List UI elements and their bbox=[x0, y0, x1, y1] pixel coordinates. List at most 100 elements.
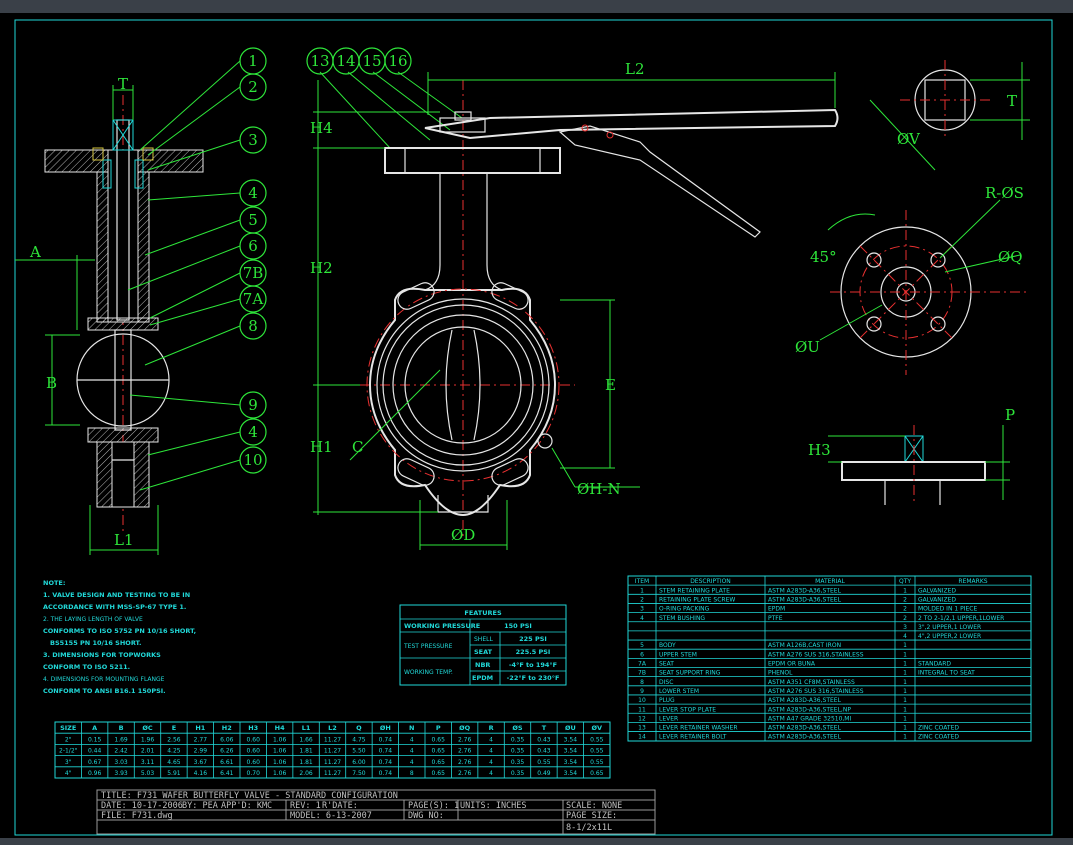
bom-cell: STEM BUSHING bbox=[659, 615, 705, 622]
dim-table-cell: 7.50 bbox=[352, 770, 366, 777]
callout-5: 5 bbox=[248, 211, 258, 229]
bom-cell: 1 bbox=[903, 670, 907, 677]
dim-H3: H3 bbox=[808, 441, 831, 459]
scale-text: SCALE: NONE bbox=[566, 801, 622, 811]
bom-cell: RETAINING PLATE SCREW bbox=[659, 596, 735, 603]
bom-header: QTY bbox=[899, 578, 911, 585]
dim-table-header: ØC bbox=[142, 724, 153, 732]
bom-cell: 4 bbox=[903, 633, 907, 640]
dim-table-cell: 0.60 bbox=[247, 748, 261, 755]
bom-cell: ASTM A276 SUS 316,STAINLESS bbox=[768, 688, 864, 695]
dim-table-cell: 11.27 bbox=[324, 759, 341, 766]
bom-cell: ASTM A276 SUS 316,STAINLESS bbox=[768, 651, 864, 658]
bom-cell: STEM RETAINING PLATE bbox=[659, 587, 730, 594]
model-text: MODEL: 6-13-2007 bbox=[290, 811, 372, 821]
bom-cell: ASTM A283D-A36,STEEL,NP bbox=[768, 706, 851, 713]
bom-cell: 1 bbox=[640, 587, 644, 594]
bom-cell: 3 bbox=[903, 624, 907, 631]
dim-table-cell: 11.27 bbox=[324, 736, 341, 743]
dim-table-cell: 2" bbox=[65, 736, 72, 743]
seat-label: SEAT bbox=[474, 648, 493, 656]
bom-cell: 1 bbox=[903, 734, 907, 741]
bom-cell: 5 bbox=[640, 642, 644, 649]
bom-cell: 2 TO 2-1/2,1 UPPER,1LOWER bbox=[918, 615, 1004, 622]
dim-table-cell: 0.35 bbox=[511, 748, 525, 755]
bom-cell: 1 bbox=[903, 715, 907, 722]
bom-header: DESCRIPTION bbox=[690, 578, 731, 585]
dim-table-cell: 4 bbox=[489, 748, 493, 755]
rev-text: REV: 1 bbox=[290, 801, 321, 811]
dim-table-cell: 11.27 bbox=[324, 748, 341, 755]
bom-cell: ASTM A283D-A36,STEEL bbox=[768, 725, 842, 732]
dim-table-header: B bbox=[119, 724, 124, 732]
bom-cell: 9 bbox=[640, 688, 644, 695]
working-pressure-label: WORKING PRESSURE bbox=[404, 622, 480, 630]
bom-cell: STANDARD bbox=[918, 661, 951, 668]
bom-header: MATERIAL bbox=[815, 578, 845, 585]
note-line: BS5155 PN 10/16 SHORT. bbox=[50, 639, 141, 647]
callout-14: 14 bbox=[336, 52, 355, 70]
dim-table-header: ØS bbox=[512, 724, 523, 732]
notes-title: NOTE: bbox=[43, 579, 65, 587]
dim-table-cell: 0.74 bbox=[379, 748, 393, 755]
flange-view: R-ØS ØQ ØU 45° bbox=[795, 184, 1030, 375]
bom-cell: LEVER RETAINER BOLT bbox=[659, 734, 727, 741]
dim-table-cell: 1.06 bbox=[273, 736, 287, 743]
dim-table-header: H2 bbox=[222, 724, 232, 732]
dim-HN: ØH-N bbox=[577, 480, 621, 498]
bom-cell: 6 bbox=[640, 651, 644, 658]
pagesize-label: PAGE SIZE: bbox=[566, 811, 617, 821]
dim-table-cell: 0.49 bbox=[537, 770, 551, 777]
note-line: ACCORDANCE WITH MSS-SP-67 TYPE 1. bbox=[43, 603, 186, 611]
dim-table-cell: 0.67 bbox=[88, 759, 102, 766]
dim-table-cell: 4 bbox=[410, 759, 414, 766]
dim-table-cell: 1.06 bbox=[273, 759, 287, 766]
bom-cell: 2 bbox=[903, 606, 907, 613]
dim-table-cell: 0.65 bbox=[432, 736, 446, 743]
dim-table-header: ØQ bbox=[459, 724, 471, 732]
dim-table-header: Q bbox=[356, 724, 362, 732]
bom-cell: LOWER STEM bbox=[659, 688, 699, 695]
bom-cell: 1 bbox=[903, 688, 907, 695]
dim-table-cell: 3.03 bbox=[114, 759, 128, 766]
dim-table-cell: 3.93 bbox=[114, 770, 128, 777]
features-title: FEATURES bbox=[464, 609, 502, 617]
dim-table-cell: 0.55 bbox=[537, 759, 551, 766]
dim-table-cell: 2.76 bbox=[458, 770, 472, 777]
notes-block: NOTE: 1. VALVE DESIGN AND TESTING TO BE … bbox=[43, 579, 196, 695]
section-view bbox=[44, 95, 204, 535]
bom-cell: ASTM A47 GRADE 32510,MI bbox=[768, 715, 851, 722]
note-line: 4. DIMENSIONS FOR MOUNTING FLANGE bbox=[43, 676, 165, 683]
bom-cell: LEVER bbox=[659, 715, 678, 722]
dim-table-cell: 2.76 bbox=[458, 748, 472, 755]
dim-table-cell: 2.42 bbox=[114, 748, 128, 755]
dim-H1: H1 bbox=[310, 438, 333, 456]
bom-cell: ASTM A351 CF8M,STAINLESS bbox=[768, 679, 855, 686]
dim-table-cell: 0.74 bbox=[379, 759, 393, 766]
dim-A: A bbox=[29, 243, 41, 261]
dim-table-cell: 4.75 bbox=[352, 736, 366, 743]
dim-table-cell: 3.54 bbox=[564, 748, 578, 755]
title-text: TITLE: F731 WAFER BUTTERFLY VALVE - STAN… bbox=[101, 791, 398, 801]
dim-table-cell: 0.60 bbox=[247, 736, 261, 743]
dim-table-cell: 1.81 bbox=[299, 748, 313, 755]
dim-table-cell: 0.35 bbox=[511, 759, 525, 766]
drawing-border bbox=[14, 19, 1053, 836]
front-dimensions: L2 H4 H2 H1 E C ØD ØH-N bbox=[310, 60, 836, 550]
bom-cell: 2 bbox=[903, 615, 907, 622]
bom-cell: 1 bbox=[903, 706, 907, 713]
bom-cell: 1 bbox=[903, 642, 907, 649]
title-block: TITLE: F731 WAFER BUTTERFLY VALVE - STAN… bbox=[96, 789, 656, 835]
dim-H4: H4 bbox=[310, 119, 333, 137]
callout-8: 8 bbox=[248, 317, 258, 335]
bom-cell: GALVANIZED bbox=[918, 596, 956, 603]
dim-C: C bbox=[352, 438, 363, 456]
bom-header: ITEM bbox=[635, 578, 649, 585]
bom-cell: 3 bbox=[640, 606, 644, 613]
bom-cell: MOLDED IN 1 PIECE bbox=[918, 606, 977, 613]
callout-9: 9 bbox=[248, 396, 258, 414]
dim-table-cell: 5.50 bbox=[352, 748, 366, 755]
bom-cell: 3",2 UPPER,1 LOWER bbox=[918, 624, 981, 631]
dim-H2: H2 bbox=[310, 259, 333, 277]
